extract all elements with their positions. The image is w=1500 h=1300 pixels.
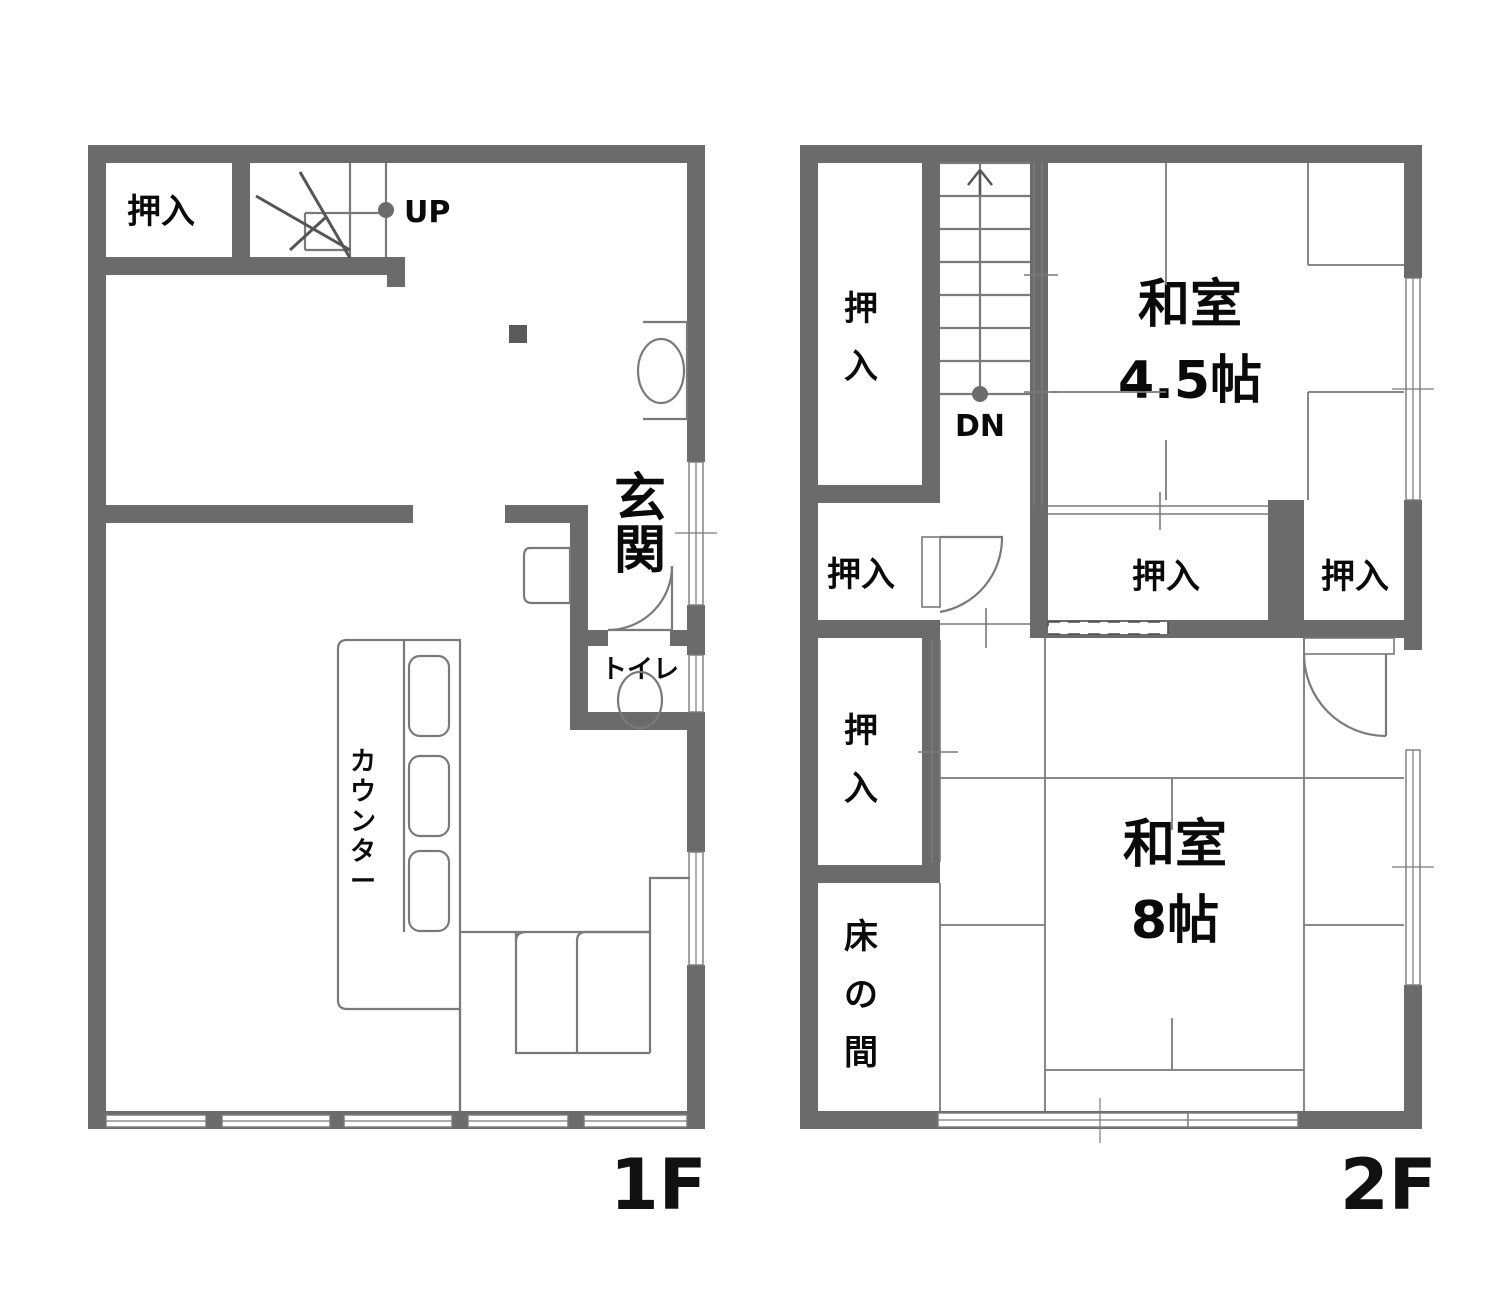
closet-label-2f-a: 押 入 (844, 289, 878, 387)
floor-marker-square (509, 325, 527, 343)
washitsu-8-name: 和室 (1123, 815, 1227, 875)
toilet-label: トイレ (601, 655, 679, 685)
washitsu-45-labels: 和室 4.5帖 (1118, 275, 1262, 411)
shoe-box-fixture (522, 546, 572, 605)
stair-dn-arrow (967, 169, 993, 195)
washbasin-fixture (636, 320, 689, 421)
closet-door-swing-right (1302, 637, 1395, 738)
closet-label-1f-top: 押入 (127, 192, 195, 232)
washitsu-45-sliding-door (1048, 492, 1270, 530)
closet-label-2f-b: 押入 (1132, 557, 1200, 597)
closet-label-2f-c: 押入 (1321, 557, 1389, 597)
counter-burners (407, 654, 451, 933)
windows-1f-bottom (105, 1114, 688, 1128)
floor-plan-1f: UP 押入 玄 関 トイレ (88, 145, 717, 1129)
svg-text:押: 押 (844, 289, 878, 329)
entrance-door-swing (607, 565, 674, 632)
windows-2f-bottom (937, 1098, 1299, 1143)
closet-label-2f-e: 押 入 (844, 711, 878, 809)
floor-plan-2f: DN 押 入 押入 和室 4.5帖 (800, 145, 1434, 1143)
counter-fixture (336, 638, 690, 1111)
toilet-door-opening (608, 630, 670, 646)
stair-sliding-doors (1024, 163, 1058, 505)
toilet-bowl-fixture (616, 670, 664, 730)
stair-up-marker (378, 202, 394, 218)
closet-b-opening (1047, 621, 1169, 635)
svg-text:入: 入 (844, 769, 878, 809)
svg-text:押: 押 (844, 711, 878, 751)
svg-text:入: 入 (844, 347, 878, 387)
closet-e-sliding-door (918, 640, 958, 862)
svg-text:タ: タ (350, 837, 376, 867)
floor-label-1f: 1F (610, 1144, 707, 1226)
svg-text:カ: カ (350, 747, 376, 777)
washitsu-8-labels: 和室 8帖 (1123, 815, 1227, 951)
washitsu-8-size: 8帖 (1131, 891, 1219, 951)
svg-text:ン: ン (350, 807, 376, 837)
svg-text:ウ: ウ (350, 777, 376, 807)
counter-label: カ ウ ン タ ー (350, 747, 376, 897)
svg-text:間: 間 (844, 1033, 878, 1073)
stair-dn-label: DN (955, 409, 1005, 444)
washitsu-45-size: 4.5帖 (1118, 351, 1262, 411)
windows-1f-right (675, 461, 717, 966)
closet-label-2f-small: 押入 (827, 555, 895, 595)
closet-door-swing-left (921, 535, 1004, 614)
svg-text:の: の (844, 975, 878, 1015)
windows-2f-right (1392, 277, 1434, 986)
washitsu-45-name: 和室 (1138, 275, 1242, 335)
tatami-lines-45 (1050, 163, 1404, 500)
entrance-label-line1: 玄 (614, 469, 666, 529)
entrance-label-line2: 関 (614, 521, 666, 581)
walls-2f-interior (800, 163, 1422, 883)
svg-text:ー: ー (350, 867, 376, 897)
svg-text:床: 床 (844, 917, 878, 957)
floor-label-2f: 2F (1340, 1144, 1437, 1226)
stair-up-detail (303, 163, 388, 257)
stair-up-label: UP (404, 195, 450, 230)
walls-1f-interior (88, 163, 705, 730)
stair-dn-marker (972, 386, 988, 402)
stair-dn-detail (940, 161, 1030, 396)
mid-band-detail (940, 608, 1030, 648)
stair-up-arrows (255, 171, 352, 259)
tokonoma-label: 床 の 間 (844, 917, 878, 1073)
tatami-lines-8 (940, 638, 1404, 1111)
